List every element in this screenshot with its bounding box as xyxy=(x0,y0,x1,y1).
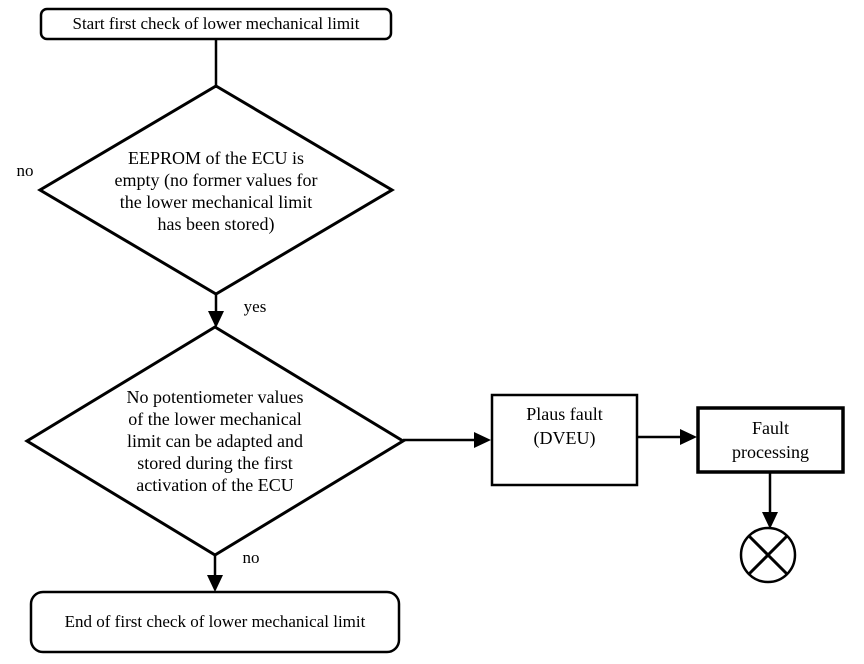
start-node-label: Start first check of lower mechanical li… xyxy=(41,9,391,39)
plaus-fault-box-shape xyxy=(490,393,639,487)
stop-circle-shape xyxy=(739,526,797,584)
arrowhead-decision2-no xyxy=(207,575,223,592)
end-node-label-text: End of first check of lower mechanical l… xyxy=(64,612,366,631)
edge-label-potentiometer-no-text: no xyxy=(242,548,260,567)
decision2-label: No potentiometer values of the lower mec… xyxy=(85,384,345,498)
edge-label-eeprom-yes: yes xyxy=(236,296,274,318)
edge-label-eeprom-no: no xyxy=(8,160,42,182)
plaus-fault-label: Plaus fault (DVEU) xyxy=(492,395,637,457)
arrowhead-into-stop xyxy=(762,512,778,529)
decision1-label: EEPROM of the ECU is empty (no former va… xyxy=(86,144,346,238)
arrowhead-group xyxy=(207,311,778,592)
arrowhead-into-fault xyxy=(680,429,697,445)
arrowhead-into-plaus xyxy=(474,432,491,448)
plaus-fault-label-text: Plaus fault (DVEU) xyxy=(526,404,603,448)
edge-label-eeprom-yes-text: yes xyxy=(243,297,267,316)
decision2-label-text: No potentiometer values of the lower mec… xyxy=(126,387,304,495)
edge-label-potentiometer-no: no xyxy=(234,547,268,569)
decision1-label-text: EEPROM of the ECU is empty (no former va… xyxy=(114,148,318,234)
shape-outline-group xyxy=(24,7,845,654)
fault-processing-label-text: Fault processing xyxy=(732,418,809,462)
arrowhead-decision1-yes xyxy=(208,311,224,328)
edge-label-eeprom-no-text: no xyxy=(16,161,34,180)
end-node-label: End of first check of lower mechanical l… xyxy=(31,592,399,652)
start-node-label-text: Start first check of lower mechanical li… xyxy=(72,14,360,33)
fault-processing-label: Fault processing xyxy=(698,408,843,472)
stop-circle-cross-line-2 xyxy=(747,534,789,576)
